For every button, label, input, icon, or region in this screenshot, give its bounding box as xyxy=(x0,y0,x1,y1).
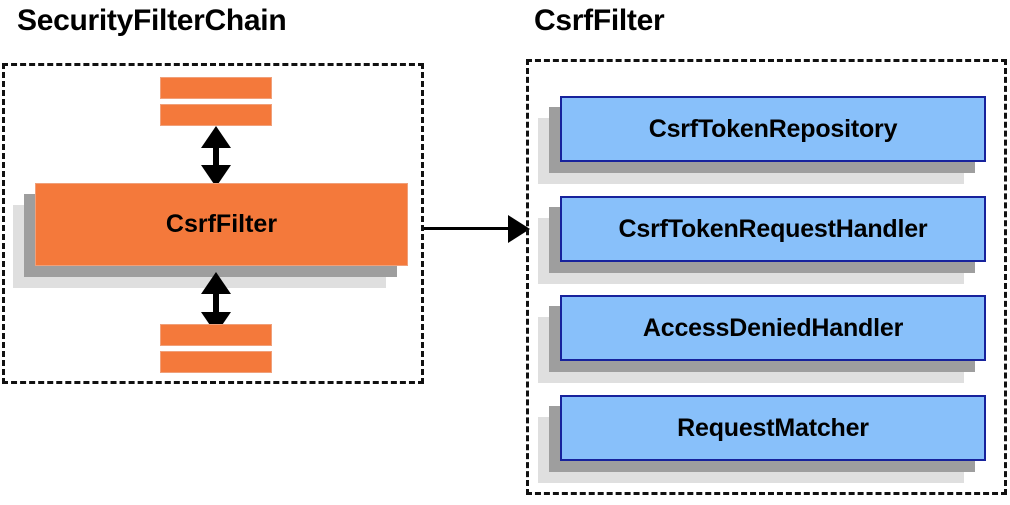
arrow-head-up-icon xyxy=(201,126,231,148)
arrow-head-up-icon xyxy=(201,272,231,294)
connector-arrow-head-icon xyxy=(508,215,530,243)
filter-bar-bottom-2 xyxy=(160,351,272,373)
filter-bar-top-1 xyxy=(160,77,272,99)
filter-bar-bottom-1 xyxy=(160,324,272,346)
block-csrf-token-request-handler[interactable]: CsrfTokenRequestHandler xyxy=(538,196,986,284)
panel-title-csrf-filter: CsrfFilter xyxy=(534,4,665,37)
arrow-head-down-icon xyxy=(201,165,231,187)
block-csrf-filter[interactable]: CsrfFilter xyxy=(13,183,408,288)
block-csrf-token-repository-label: CsrfTokenRepository xyxy=(560,96,986,162)
block-access-denied-handler-label: AccessDeniedHandler xyxy=(560,295,986,361)
panel-csrf-filter xyxy=(526,59,1007,495)
block-access-denied-handler[interactable]: AccessDeniedHandler xyxy=(538,295,986,383)
panel-security-filter-chain xyxy=(2,63,424,384)
block-csrf-token-request-handler-label: CsrfTokenRequestHandler xyxy=(560,196,986,262)
block-request-matcher-label: RequestMatcher xyxy=(560,395,986,461)
connector-shaft xyxy=(424,227,510,230)
block-request-matcher[interactable]: RequestMatcher xyxy=(538,395,986,483)
block-csrf-token-repository[interactable]: CsrfTokenRepository xyxy=(538,96,986,184)
panel-title-security-filter-chain: SecurityFilterChain xyxy=(17,4,287,37)
arrow-shaft xyxy=(213,131,219,179)
filter-bar-top-2 xyxy=(160,104,272,126)
block-csrf-filter-label: CsrfFilter xyxy=(35,183,408,266)
arrow-shaft xyxy=(213,278,219,326)
